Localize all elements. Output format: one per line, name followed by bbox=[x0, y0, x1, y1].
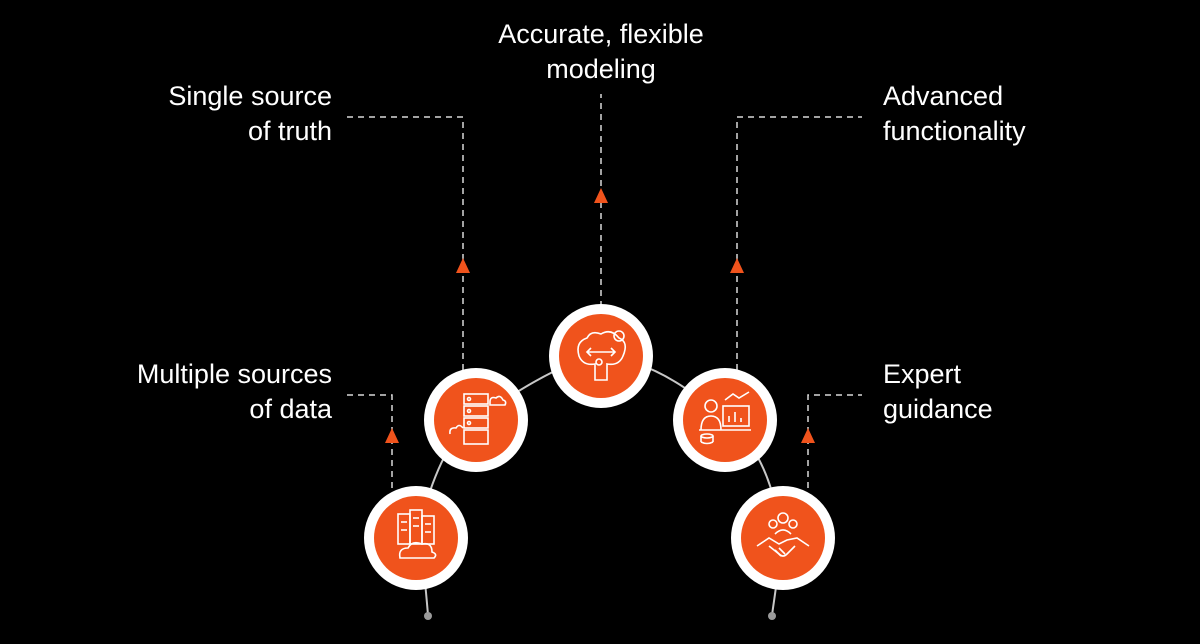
label-guidance: Expert guidance bbox=[883, 357, 993, 427]
node-guidance bbox=[731, 486, 835, 590]
label-line: Single source bbox=[168, 81, 332, 111]
label-line: guidance bbox=[883, 394, 993, 424]
label-multiple-sources: Multiple sources of data bbox=[137, 357, 332, 427]
servers-cloud-icon bbox=[397, 509, 437, 559]
connector-single-source bbox=[343, 116, 470, 370]
arrow-up-icon bbox=[801, 428, 815, 443]
label-line: of truth bbox=[247, 116, 332, 146]
arrow-up-icon bbox=[594, 188, 608, 203]
label-line: Accurate, flexible bbox=[498, 19, 704, 49]
label-line: Expert bbox=[883, 359, 962, 389]
label-line: modeling bbox=[546, 54, 656, 84]
node-functionality bbox=[673, 368, 777, 472]
analyst-dashboard-icon bbox=[699, 391, 751, 445]
node-modeling bbox=[549, 304, 653, 408]
label-line: of data bbox=[249, 394, 332, 424]
node-multiple-sources bbox=[364, 486, 468, 590]
server-rack-cloud-icon bbox=[449, 393, 507, 445]
arrow-up-icon bbox=[456, 258, 470, 273]
arrow-up-icon bbox=[730, 258, 744, 273]
handshake-team-icon bbox=[756, 512, 810, 557]
arc-end-dot-right bbox=[768, 612, 776, 620]
label-line: Multiple sources bbox=[136, 359, 332, 389]
brain-gears-icon bbox=[577, 330, 627, 381]
label-line: functionality bbox=[883, 116, 1026, 146]
connector-guidance bbox=[801, 394, 862, 488]
label-line: Advanced bbox=[883, 81, 1004, 111]
connector-functionality bbox=[730, 116, 862, 370]
label-modeling: Accurate, flexible modeling bbox=[451, 17, 751, 87]
label-functionality: Advanced functionality bbox=[883, 79, 1026, 149]
node-single-source bbox=[424, 368, 528, 472]
label-single-source: Single source of truth bbox=[168, 79, 332, 149]
arc-end-dot-left bbox=[424, 612, 432, 620]
connector-modeling bbox=[594, 94, 608, 318]
connector-multiple-sources bbox=[343, 394, 399, 488]
arrow-up-icon bbox=[385, 428, 399, 443]
